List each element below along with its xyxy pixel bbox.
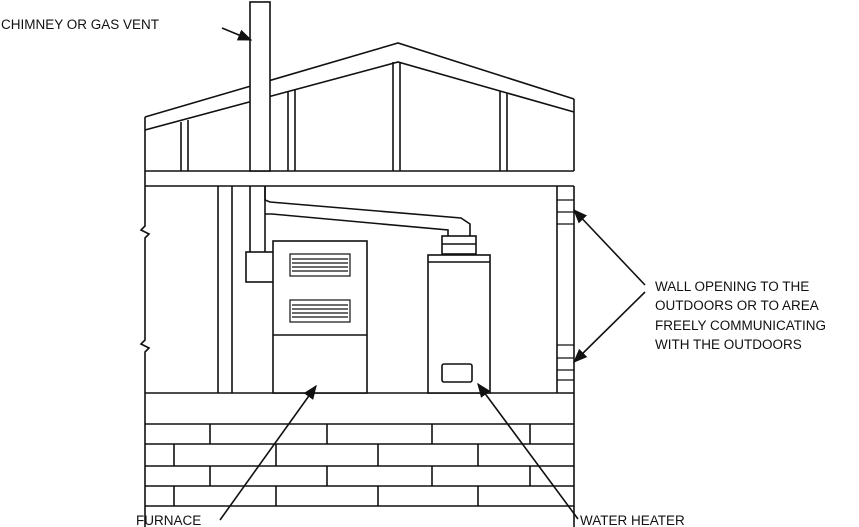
roof [144,42,575,131]
ceiling-beam [145,170,574,187]
wall-opening-lower [557,344,574,381]
floor [144,392,575,527]
chimney-label: CHIMNEY OR GAS VENT [1,17,159,32]
furnace-grille-upper [289,253,351,277]
furnace-grille-lower [289,299,351,323]
wall-opening-leaders [572,208,646,364]
water-heater-vent-connector [264,186,471,238]
wall-opening-label-line-2: OUTDOORS OR TO AREA [655,298,819,313]
chimney-leader [221,27,253,41]
attic-studs [180,62,508,171]
water-heater [427,235,491,394]
wall-opening-label-line-3: FREELY COMMUNICATING [655,318,826,333]
water-heater-label: WATER HEATER [580,513,685,527]
wall-opening-upper [557,199,574,225]
furnace [245,240,368,394]
right-wall [556,112,575,393]
wall-opening-label-line-4: WITH THE OUTDOORS [655,337,802,352]
wall-opening-label-line-1: WALL OPENING TO THE [655,279,809,294]
furnace-label: FURNACE [136,513,201,527]
brick-foundation [145,423,574,507]
furnace-flue-pipe [217,186,266,393]
water-heater-leader [477,382,579,520]
left-wall [139,130,151,393]
furnace-leader [219,384,317,521]
chimney [249,1,271,172]
